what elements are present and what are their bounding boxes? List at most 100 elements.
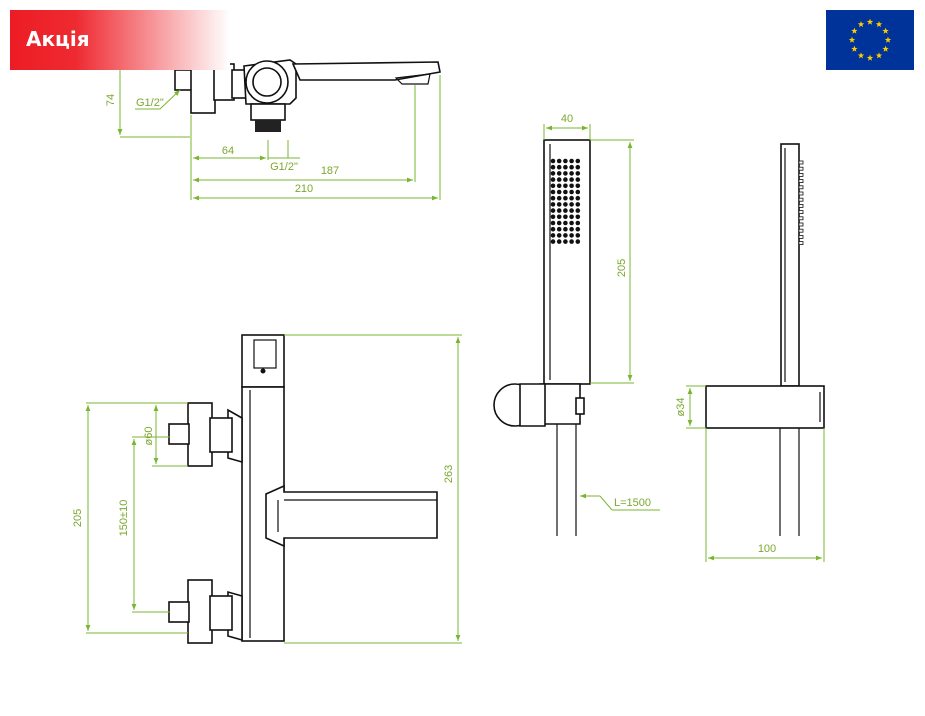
nozzle-dot (556, 171, 562, 176)
eu-star-icon (851, 27, 858, 34)
nozzle-dot (569, 220, 574, 226)
dim-top-thread-bottom: G1/2" (270, 161, 298, 173)
nozzle-dot (575, 202, 581, 207)
nozzle-dot (569, 233, 574, 238)
nozzle-dot (556, 208, 562, 213)
nozzle-dot (569, 214, 574, 220)
dim-holder-diameter: ø34 (675, 398, 687, 417)
nozzle-dot (550, 164, 556, 170)
side-nozzle-tooth (798, 166, 804, 171)
hand-shower (493, 139, 591, 536)
nozzle-dot (550, 214, 556, 220)
nozzle-dot (569, 202, 574, 207)
eu-star-icon (848, 36, 856, 43)
eu-star-icon (875, 21, 883, 28)
nozzle-dot (563, 220, 568, 226)
dim-front-diameter: ø60 (143, 427, 155, 446)
nozzle-dot (563, 239, 568, 244)
nozzle-dot (550, 208, 556, 213)
side-nozzle-tooth (798, 160, 804, 165)
dim-handshower-length: 205 (616, 259, 628, 277)
nozzle-dot (556, 189, 562, 195)
nozzle-dot (550, 171, 556, 176)
nozzle-dot (556, 226, 562, 232)
eu-star-icon (882, 27, 889, 34)
eu-star-icon (866, 18, 874, 25)
side-nozzle-tooth (798, 222, 804, 227)
promo-badge[interactable]: Акція (10, 10, 230, 70)
side-nozzle-tooth (798, 203, 804, 208)
dim-front-height-connections: 205 (72, 509, 84, 527)
side-nozzle-tooth (798, 179, 804, 184)
nozzle-dot (575, 220, 581, 226)
dim-top-spout: 187 (321, 165, 339, 177)
nozzle-dot (563, 233, 568, 238)
nozzle-dot (556, 202, 562, 207)
side-nozzle-tooth (798, 210, 804, 215)
nozzle-dot (569, 177, 574, 182)
nozzle-dot (550, 195, 556, 201)
nozzle-dot (556, 164, 562, 170)
nozzle-dot (556, 183, 562, 189)
side-nozzle-tooth (798, 197, 804, 202)
side-view (705, 143, 825, 536)
nozzle-dot (563, 226, 568, 232)
nozzle-dot (575, 233, 581, 238)
side-view-dimensions (686, 385, 825, 562)
eu-star-icon (851, 45, 858, 52)
dim-front-height-total: 263 (443, 465, 455, 483)
dim-top-height: 74 (105, 94, 117, 106)
nozzle-dot (563, 171, 568, 176)
nozzle-dot (550, 189, 556, 195)
nozzle-dot (550, 177, 556, 182)
nozzle-dot (563, 214, 568, 220)
nozzle-dot (550, 220, 556, 226)
nozzle-dot (575, 158, 581, 164)
nozzle-dot (563, 202, 568, 207)
nozzle-dot (556, 195, 562, 201)
front-view-dimensions (85, 334, 462, 644)
dim-holder-width: 100 (758, 543, 776, 555)
nozzle-dot (556, 239, 562, 244)
nozzle-dot (569, 208, 574, 213)
nozzle-dot (550, 226, 556, 232)
nozzle-dot (569, 195, 574, 201)
nozzle-dot (575, 164, 581, 170)
nozzle-dot (575, 239, 581, 244)
nozzle-dot (569, 183, 574, 189)
nozzle-dot (563, 158, 568, 164)
dim-top-thread-left: G1/2" (136, 97, 164, 109)
side-nozzle-tooth (798, 241, 804, 246)
side-nozzle-tooth (798, 185, 804, 190)
nozzle-dot (575, 177, 581, 182)
side-nozzle-tooth (798, 172, 804, 177)
nozzle-dot (556, 158, 562, 164)
eu-star-icon (857, 52, 865, 59)
dim-hose-length: L=1500 (614, 497, 651, 509)
eu-star-icon (866, 54, 874, 61)
nozzle-dot (556, 214, 562, 220)
side-nozzle-tooth (798, 228, 804, 233)
nozzle-dot (556, 177, 562, 182)
nozzle-dot (563, 177, 568, 182)
nozzle-dot (569, 189, 574, 195)
nozzle-dot (575, 171, 581, 176)
nozzle-dot (550, 233, 556, 238)
side-nozzles (798, 160, 804, 246)
nozzle-dot (563, 208, 568, 213)
nozzle-dot (569, 171, 574, 176)
nozzle-dot (575, 183, 581, 189)
nozzle-dot (569, 158, 574, 164)
nozzle-dot (550, 158, 556, 164)
nozzle-dot (575, 189, 581, 195)
promo-label: Акція (26, 27, 90, 51)
nozzle-dot (575, 195, 581, 201)
nozzle-dot (569, 226, 574, 232)
eu-star-icon (857, 21, 865, 28)
nozzle-dot (563, 195, 568, 201)
nozzle-dot (569, 239, 574, 244)
eu-star-icon (875, 52, 883, 59)
dim-front-spacing: 150±10 (118, 500, 130, 537)
dim-handshower-width: 40 (561, 113, 573, 125)
